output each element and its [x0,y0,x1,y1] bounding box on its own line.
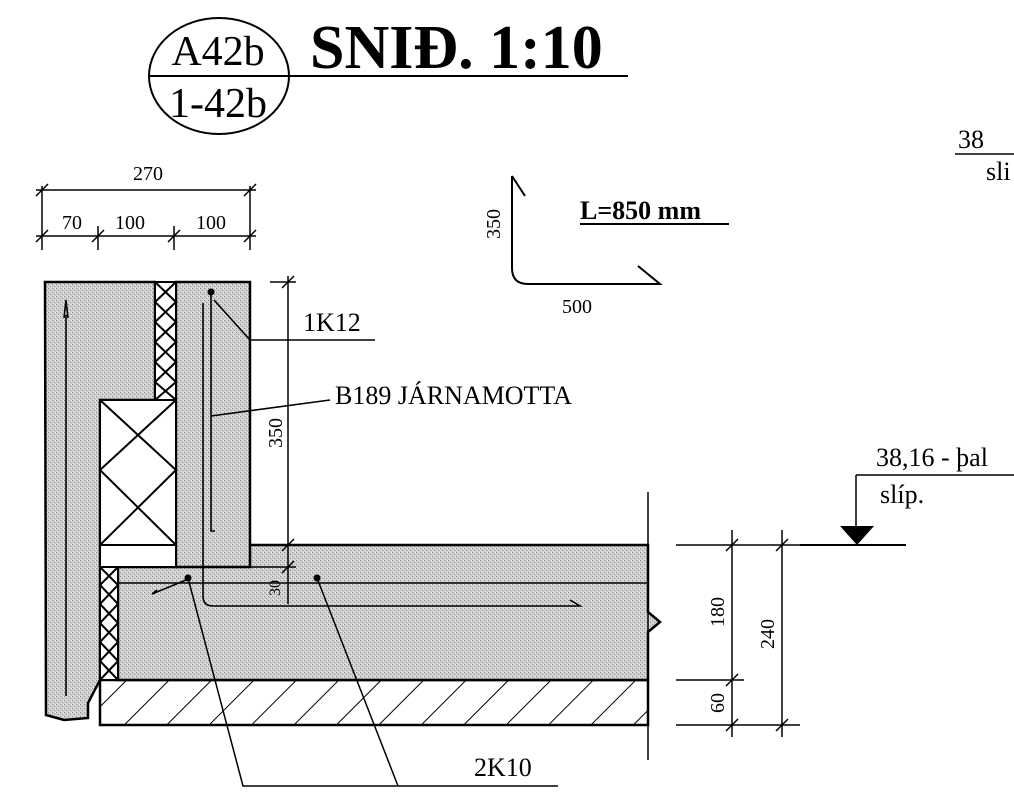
title-block: A42b 1-42b SNIÐ. 1:10 [148,14,628,135]
level-value: 38,16 - þal [876,443,988,472]
dim-total-240: 240 [757,619,779,649]
top-dimension-chain [35,183,257,250]
inner-wall [174,280,252,569]
dim-part-100b: 100 [196,212,226,234]
corner-fragment: 38 sli [955,125,1014,186]
insulation [98,281,178,681]
reinforcement [63,292,583,696]
bar-leg-horizontal: 500 [562,296,592,318]
bar-leg-vertical: 350 [483,209,505,239]
title-code-top: A42b [171,29,264,75]
dim-small-30: 30 [267,580,284,596]
base-layer [98,678,650,727]
right-dimensions [676,530,800,737]
label-1k12: 1K12 [303,308,361,337]
label-2k10: 2K10 [474,753,532,782]
corner-fragment-bottom: sli [986,157,1011,186]
dim-part-70: 70 [62,212,82,234]
title-code-bottom: 1-42b [169,81,267,127]
dim-slab-180: 180 [707,597,729,627]
corner-fragment-top: 38 [958,125,984,154]
title-text: SNIÐ. 1:10 [310,14,603,82]
wall-dimension [250,275,296,604]
dim-wall-350: 350 [265,418,287,448]
label-stirrup: B189 JÁRNAMOTTA [335,381,572,410]
level-marker [800,474,1014,546]
dim-total-270: 270 [133,163,163,185]
bar-length-label: L=850 mm [580,196,701,225]
dim-part-100a: 100 [115,212,145,234]
bar-shape-sketch [511,175,663,285]
dim-base-60: 60 [707,693,729,713]
leader-2k10 [187,577,558,787]
level-note: slíp. [880,480,924,509]
